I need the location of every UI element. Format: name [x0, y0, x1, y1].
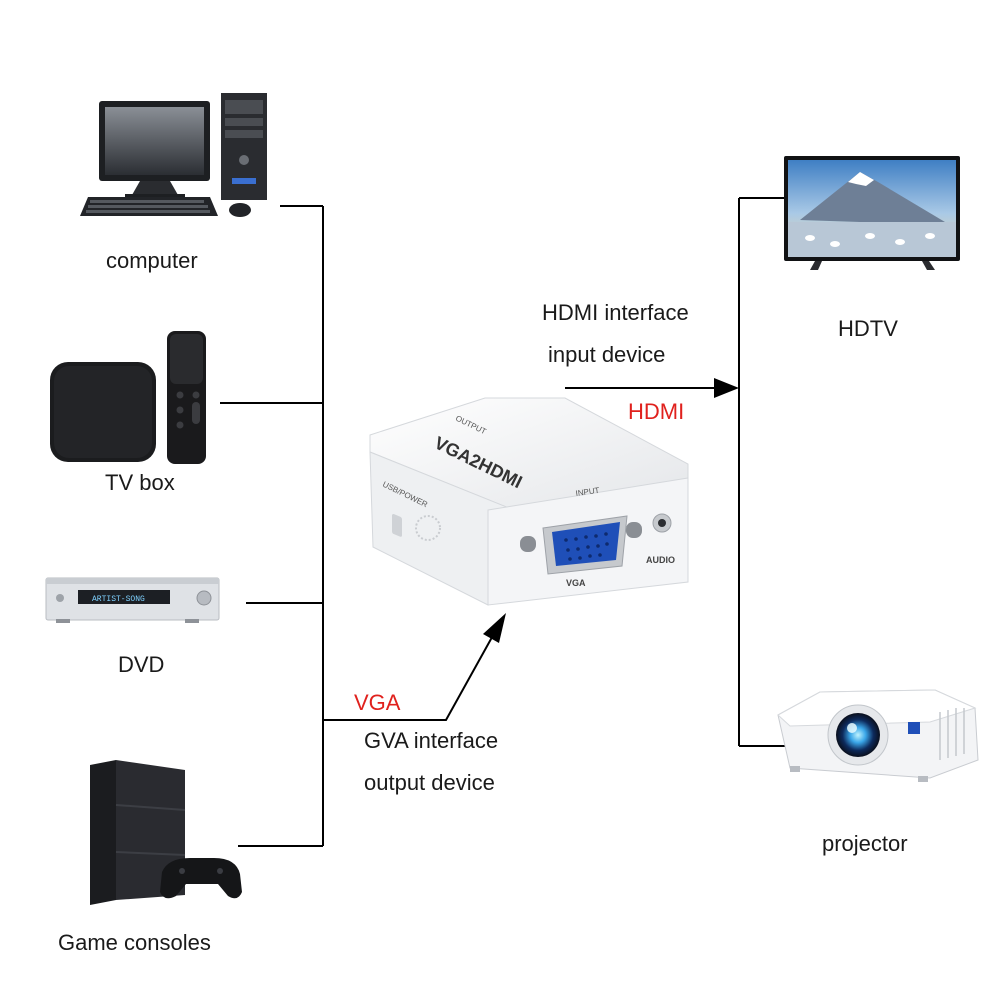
- projector-icon: [777, 689, 979, 782]
- source-label-game-consoles: Game consoles: [58, 930, 211, 955]
- desktop-computer-icon: [80, 93, 267, 217]
- hdmi-interface-line2: input device: [548, 342, 665, 367]
- vga-interface-line2: output device: [364, 770, 495, 795]
- hdmi-arrowhead-icon: [714, 378, 739, 398]
- source-label-computer: computer: [106, 248, 198, 273]
- vga-arrowhead-icon: [483, 613, 506, 643]
- output-label-hdtv: HDTV: [838, 316, 898, 341]
- hdtv-icon: [784, 156, 960, 270]
- output-label-projector: projector: [822, 831, 908, 856]
- vga-to-hdmi-converter-icon: VGA2HDMI OUTPUT USB/POWER INPUT VGA AUDI…: [369, 397, 689, 606]
- hdmi-interface-line1: HDMI interface: [542, 300, 689, 325]
- vga-arrow-line: [323, 629, 497, 721]
- source-label-dvd: DVD: [118, 652, 164, 677]
- converter-audio-label: AUDIO: [646, 555, 675, 565]
- source-label-tv-box: TV box: [105, 470, 175, 495]
- dvd-display-text: ARTIST-SONG: [92, 595, 145, 604]
- vga-interface-line1: GVA interface: [364, 728, 498, 753]
- converter-input-label: INPUT: [575, 486, 600, 498]
- converter-vga-label: VGA: [566, 578, 586, 588]
- vga-signal-label: VGA: [354, 690, 401, 715]
- game-console-icon: [90, 760, 242, 905]
- connector-lines: [220, 197, 785, 847]
- dvd-player-icon: ARTIST-SONG: [45, 577, 220, 623]
- tv-box-icon: [50, 331, 206, 464]
- hdmi-signal-label: HDMI: [628, 399, 684, 424]
